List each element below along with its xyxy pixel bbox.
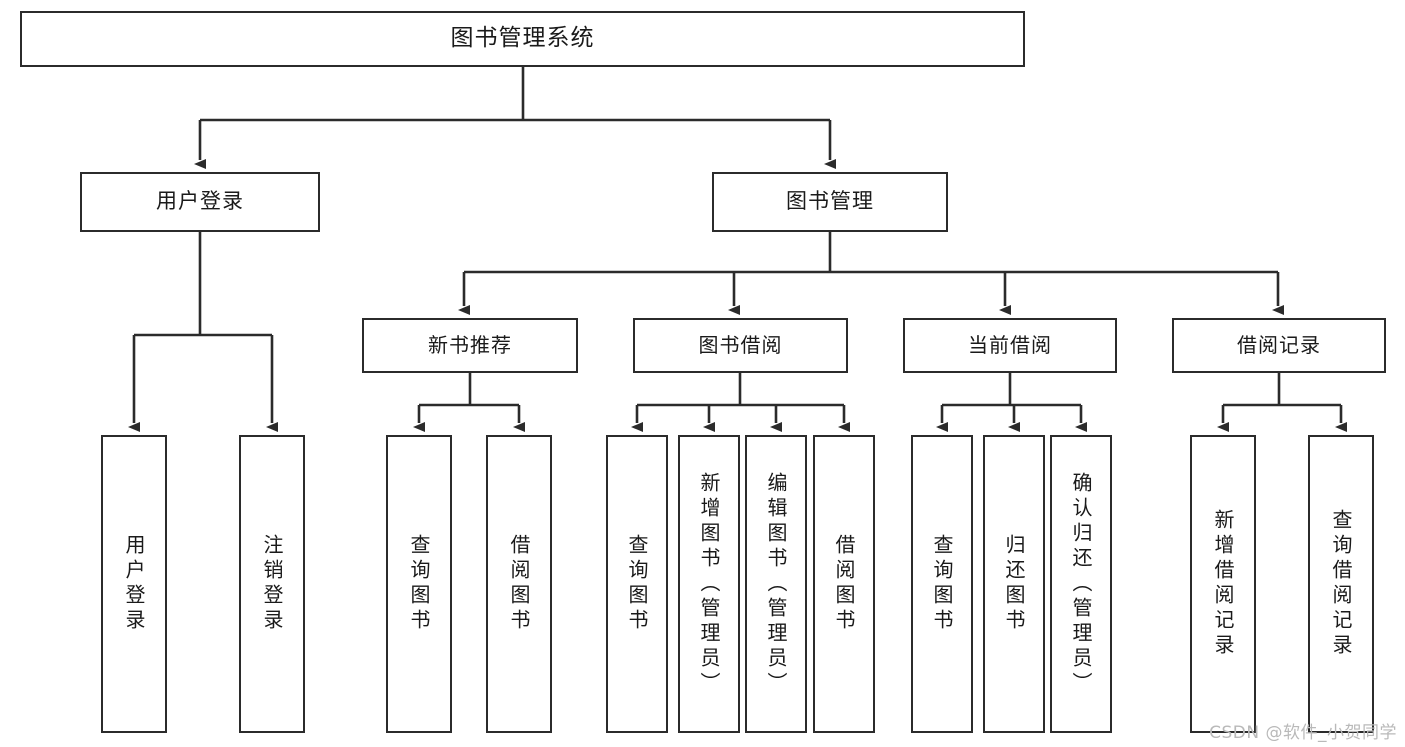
node-leaf-query-book-current[interactable]: 查询图书 xyxy=(911,435,973,733)
node-book-borrow[interactable]: 图书借阅 xyxy=(633,318,848,373)
node-leaf-add-book-admin[interactable]: 新增图书（管理员） xyxy=(678,435,740,733)
node-label: 当前借阅 xyxy=(968,333,1052,358)
node-label: 查询图书 xyxy=(407,534,431,634)
node-label: 用户登录 xyxy=(156,189,244,214)
node-current-borrow[interactable]: 当前借阅 xyxy=(903,318,1117,373)
node-leaf-query-borrow-record[interactable]: 查询借阅记录 xyxy=(1308,435,1374,733)
node-label: 新增借阅记录 xyxy=(1211,509,1235,659)
node-label: 查询借阅记录 xyxy=(1329,509,1353,659)
node-label: 归还图书 xyxy=(1002,534,1026,634)
node-label: 编辑图书（管理员） xyxy=(764,471,788,697)
node-new-book-recommendation[interactable]: 新书推荐 xyxy=(362,318,578,373)
node-label: 用户登录 xyxy=(122,534,146,634)
node-label: 确认归还（管理员） xyxy=(1069,471,1093,697)
node-root-book-management-system[interactable]: 图书管理系统 xyxy=(20,11,1025,67)
node-user-login[interactable]: 用户登录 xyxy=(80,172,320,232)
node-label: 图书管理 xyxy=(786,189,874,214)
node-leaf-borrow-book[interactable]: 借阅图书 xyxy=(813,435,875,733)
node-label: 图书管理系统 xyxy=(450,25,595,52)
node-leaf-confirm-return-admin[interactable]: 确认归还（管理员） xyxy=(1050,435,1112,733)
node-leaf-borrow-book-recommend[interactable]: 借阅图书 xyxy=(486,435,552,733)
node-label: 图书借阅 xyxy=(698,333,783,358)
csdn-watermark: CSDN @软件_小贺同学 xyxy=(1209,723,1397,743)
node-leaf-add-borrow-record[interactable]: 新增借阅记录 xyxy=(1190,435,1256,733)
node-leaf-edit-book-admin[interactable]: 编辑图书（管理员） xyxy=(745,435,807,733)
node-borrow-record[interactable]: 借阅记录 xyxy=(1172,318,1386,373)
node-leaf-query-book-recommend[interactable]: 查询图书 xyxy=(386,435,452,733)
node-leaf-user-login[interactable]: 用户登录 xyxy=(101,435,167,733)
node-leaf-return-book[interactable]: 归还图书 xyxy=(983,435,1045,733)
node-label: 借阅记录 xyxy=(1237,333,1321,358)
node-leaf-logout[interactable]: 注销登录 xyxy=(239,435,305,733)
node-label: 查询图书 xyxy=(930,534,954,634)
node-label: 借阅图书 xyxy=(507,534,531,634)
node-label: 新书推荐 xyxy=(428,333,512,358)
node-label: 查询图书 xyxy=(625,534,649,634)
node-label: 借阅图书 xyxy=(832,534,856,634)
node-label: 新增图书（管理员） xyxy=(697,471,721,697)
node-leaf-query-book-borrow[interactable]: 查询图书 xyxy=(606,435,668,733)
node-label: 注销登录 xyxy=(260,534,284,634)
node-book-management[interactable]: 图书管理 xyxy=(712,172,948,232)
